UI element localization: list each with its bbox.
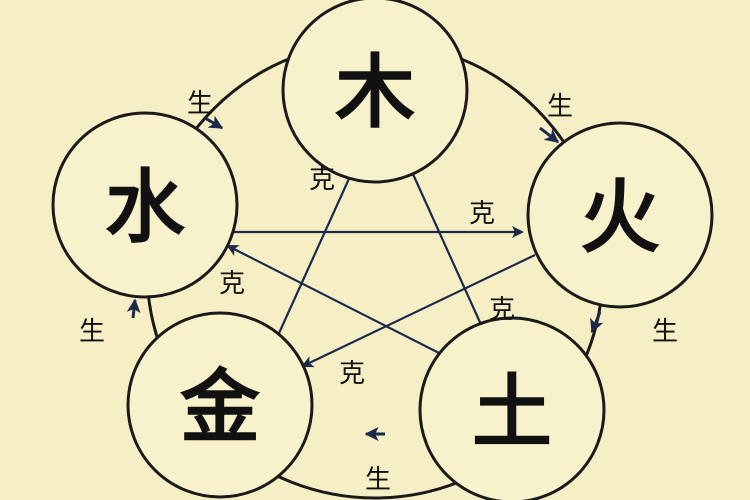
element-earth: 土 (418, 316, 606, 500)
ke-label-water-fire: 克 (469, 199, 495, 229)
sheng-label-metal-water: 生 (79, 317, 105, 347)
element-circle (51, 111, 239, 299)
element-wood: 木 (281, 0, 469, 184)
sheng-label-wood-fire: 生 (547, 92, 573, 122)
element-water: 水 (51, 111, 239, 299)
element-char-wood: 木 (335, 46, 415, 139)
ke-label-wood-earth: 克 (489, 295, 515, 325)
sheng-arrow-water-wood (204, 115, 224, 130)
sheng-arrow-metal-water (126, 298, 141, 319)
element-circle (126, 311, 314, 499)
ke-line-wood-earth (401, 151, 490, 342)
ke-line-earth-water (226, 245, 446, 357)
element-char-fire: 火 (580, 171, 660, 264)
element-circle (526, 121, 714, 309)
element-circle (281, 0, 469, 184)
ke-line-metal-wood (273, 148, 364, 343)
sheng-label-earth-metal: 生 (365, 465, 391, 495)
element-circle (418, 316, 606, 500)
generating-arrows (126, 115, 604, 441)
sheng-arrow-wood-fire (539, 126, 560, 144)
ke-line-fire-metal (301, 254, 536, 368)
sheng-label-water-wood: 生 (187, 89, 213, 119)
element-fire: 火 (526, 121, 714, 309)
ke-label-metal-wood: 克 (309, 165, 335, 195)
ke-label-earth-water: 克 (219, 269, 245, 299)
ke-label-fire-metal: 克 (339, 359, 365, 389)
element-char-earth: 土 (472, 366, 552, 459)
element-metal: 金 (126, 311, 314, 499)
element-char-water: 水 (105, 161, 186, 254)
sheng-label-fire-earth: 生 (652, 317, 678, 347)
controlling-star (225, 148, 536, 368)
element-char-metal: 金 (179, 361, 261, 454)
sheng-arrow-fire-earth (590, 311, 604, 334)
